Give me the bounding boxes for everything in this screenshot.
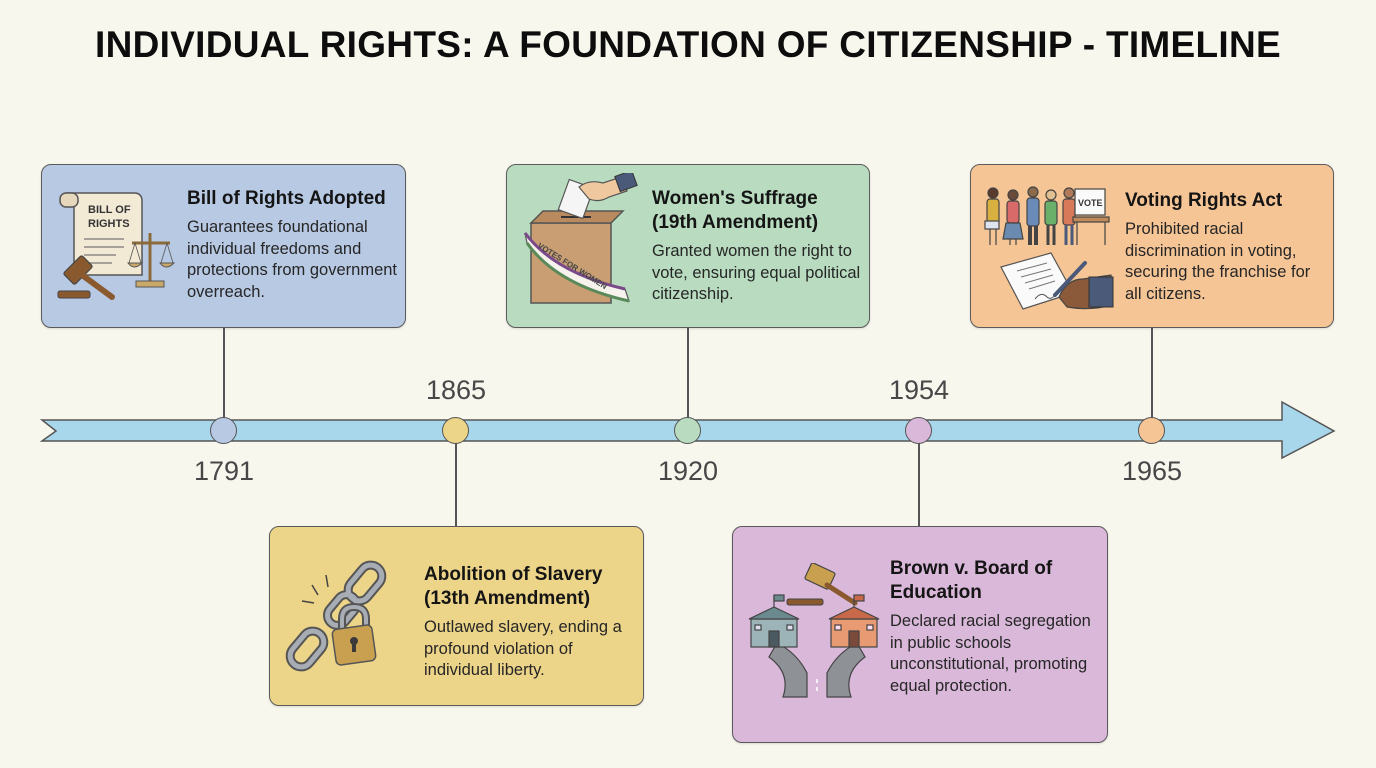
year-label-1920: 1920	[657, 456, 719, 486]
event-description: Prohibited racial discrimination in voti…	[1125, 220, 1311, 303]
event-card-bill-of-rights: BILL OF RIGHTS Bill of Rights Adopted Gu…	[41, 164, 406, 328]
connector-1865	[455, 443, 457, 526]
voters-line-signing-icon: VOTE	[984, 186, 1114, 310]
gavel-schools-road-icon	[748, 563, 880, 698]
event-title: Bill of Rights Adopted	[187, 188, 386, 209]
ballot-box-sash-icon: VOTES FOR WOMEN	[523, 173, 638, 304]
timeline-node-1791[interactable]	[210, 417, 237, 444]
svg-text:RIGHTS: RIGHTS	[88, 218, 130, 230]
event-description: Declared racial segregation in public sc…	[890, 612, 1091, 695]
scroll-scales-gavel-icon: BILL OF RIGHTS	[57, 192, 176, 300]
connector-1965	[1151, 327, 1153, 418]
year-label-1954: 1954	[888, 375, 950, 405]
event-description: Granted women the right to vote, ensurin…	[652, 242, 861, 303]
timeline-node-1954[interactable]	[905, 417, 932, 444]
connector-1920	[687, 327, 689, 418]
year-label-1865: 1865	[425, 375, 487, 405]
svg-text:VOTE: VOTE	[1078, 198, 1103, 208]
broken-chain-padlock-icon	[285, 560, 387, 672]
event-title: Women's Suffrage (19th Amendment)	[652, 188, 819, 233]
event-card-brown-v-board: Brown v. Board of Education Declared rac…	[732, 526, 1108, 743]
event-title: Abolition of Slavery (13th Amendment)	[424, 564, 603, 609]
timeline-node-1865[interactable]	[442, 417, 469, 444]
event-card-voting-rights-act: VOTE Voting Rights Act Prohibited racial…	[970, 164, 1334, 328]
timeline-node-1920[interactable]	[674, 417, 701, 444]
event-card-womens-suffrage: VOTES FOR WOMEN Women's Suffrage (19th A…	[506, 164, 870, 328]
event-description: Outlawed slavery, ending a profound viol…	[424, 618, 622, 679]
connector-1791	[223, 327, 225, 418]
page-title: INDIVIDUAL RIGHTS: A FOUNDATION OF CITIZ…	[94, 24, 1281, 65]
svg-text:BILL OF: BILL OF	[88, 204, 131, 216]
connector-1954	[918, 443, 920, 526]
timeline-node-1965[interactable]	[1138, 417, 1165, 444]
event-card-abolition-of-slavery: Abolition of Slavery (13th Amendment) Ou…	[269, 526, 644, 706]
event-title: Voting Rights Act	[1125, 190, 1283, 211]
event-title: Brown v. Board of Education	[890, 558, 1053, 603]
year-label-1791: 1791	[193, 456, 255, 486]
year-label-1965: 1965	[1121, 456, 1183, 486]
event-description: Guarantees foundational individual freed…	[187, 218, 398, 301]
